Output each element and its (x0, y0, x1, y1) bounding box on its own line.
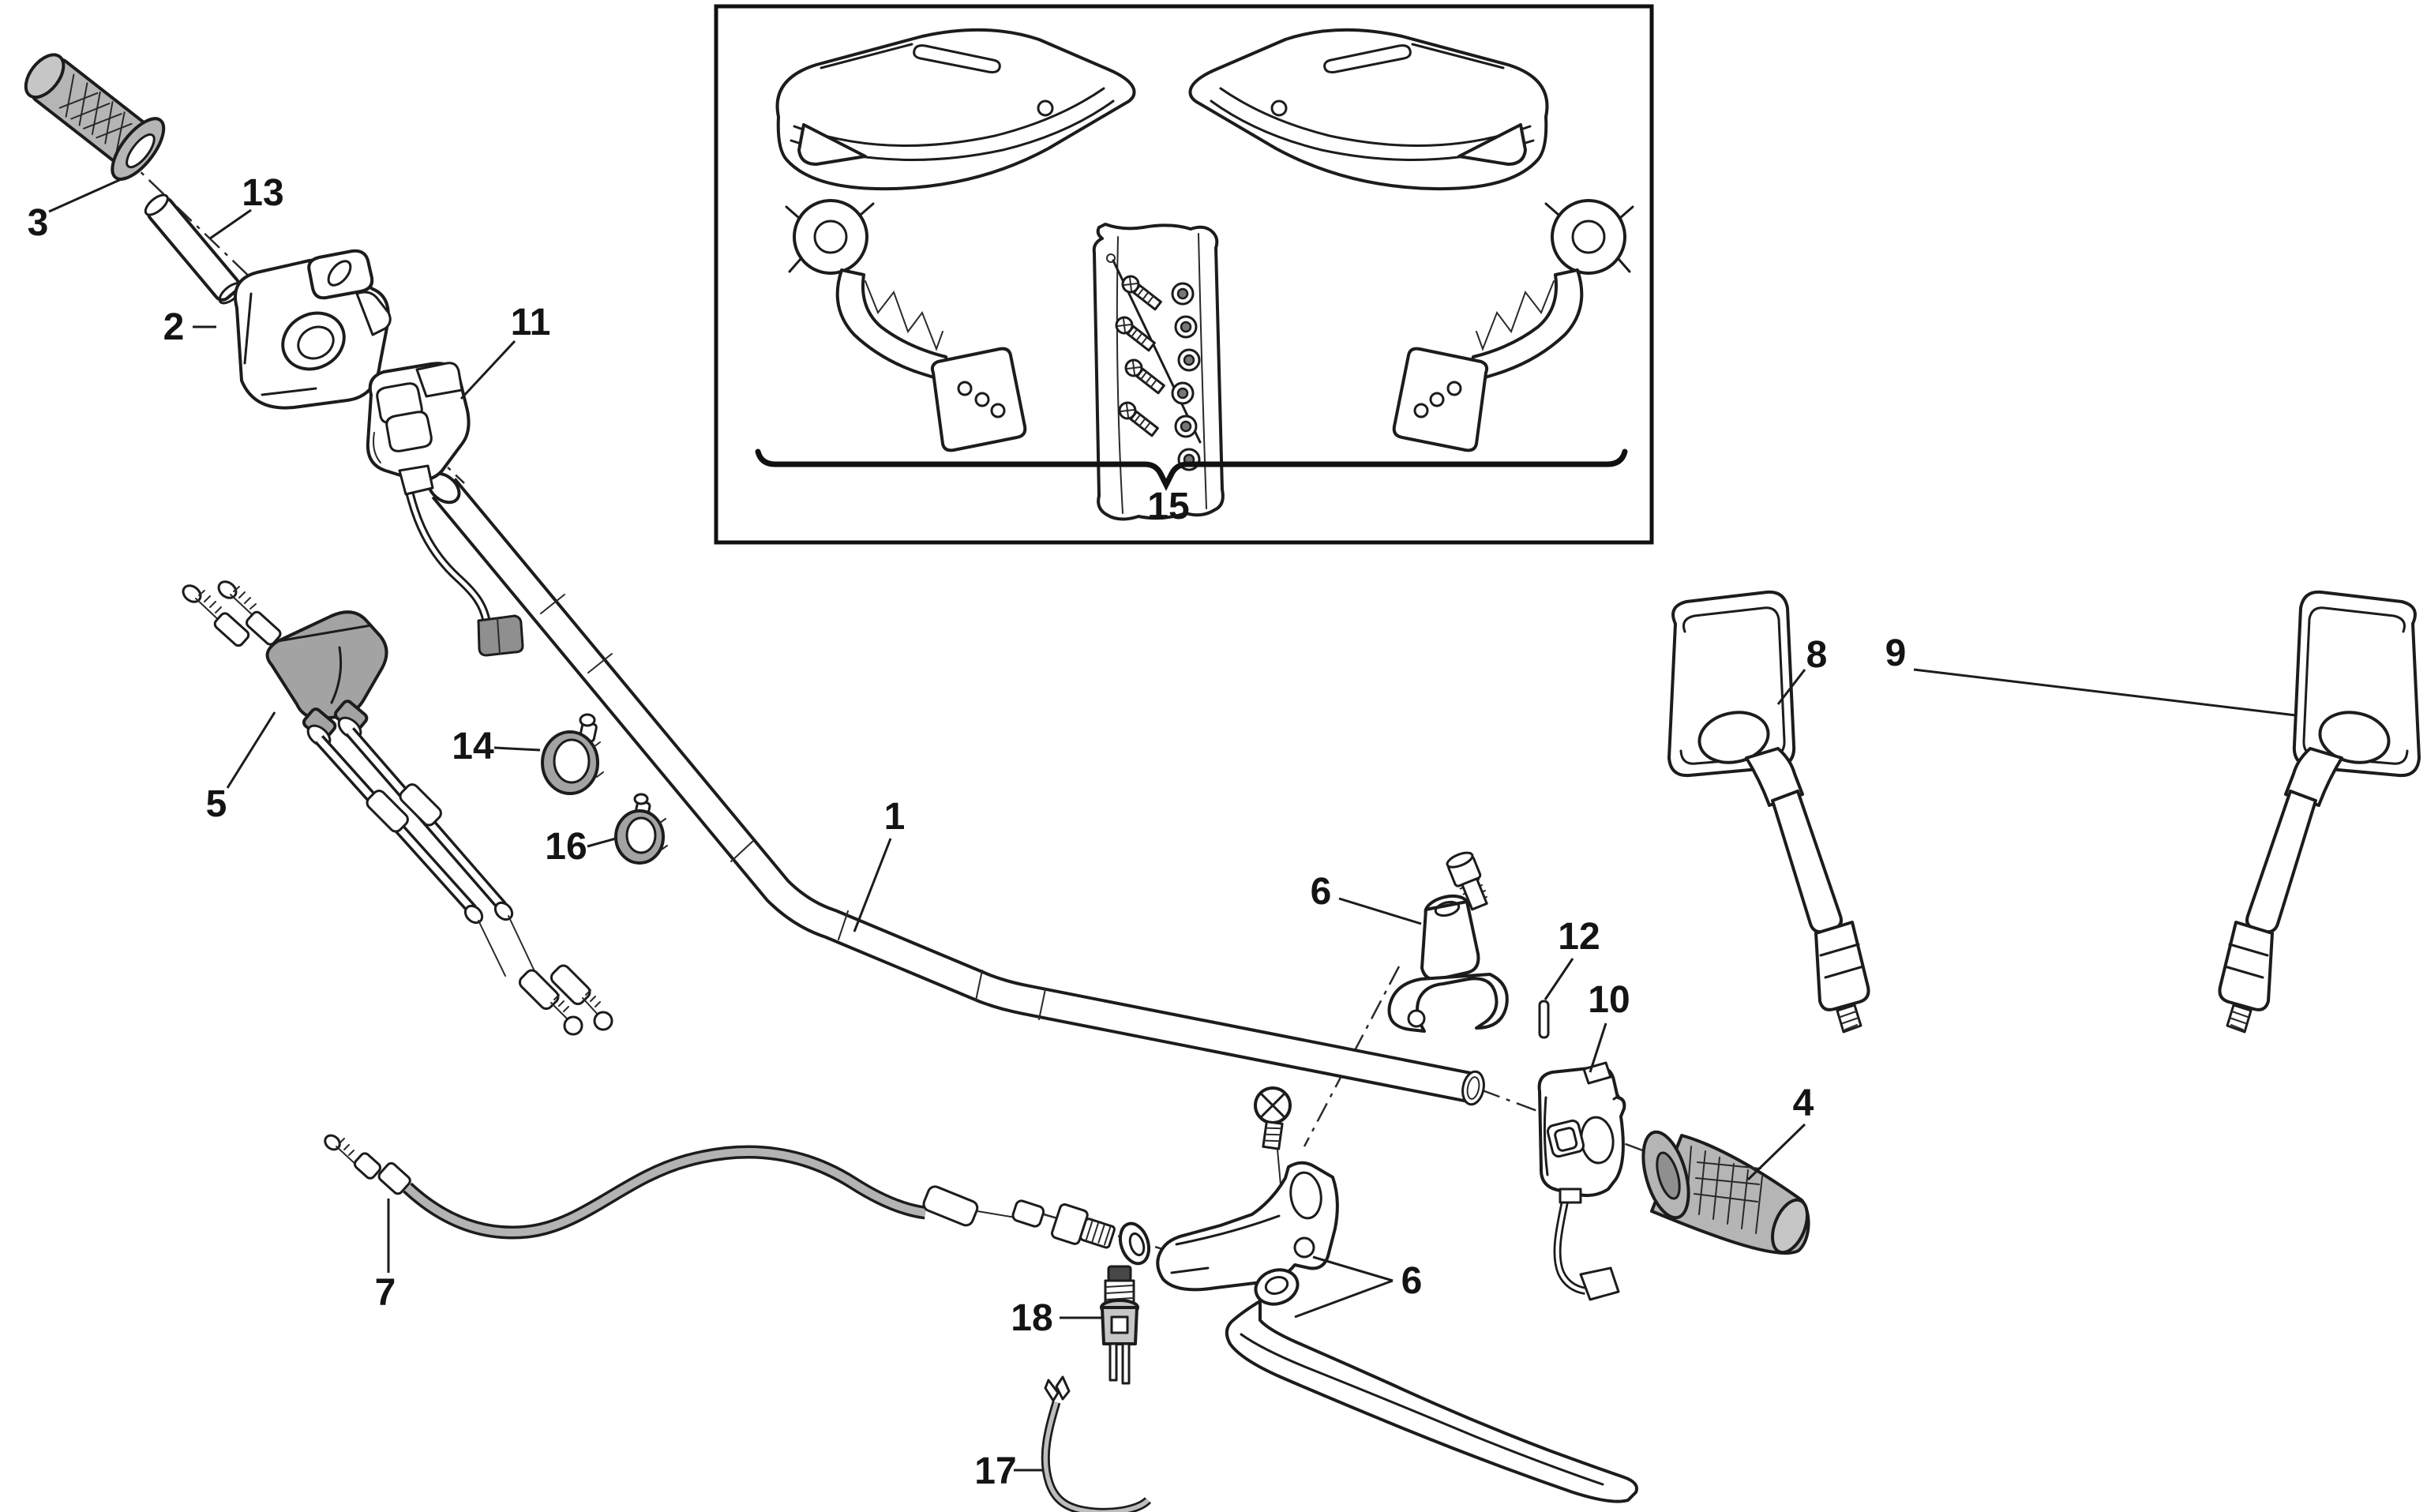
leader-line-6 (1312, 1255, 1394, 1282)
clutch-lever-and-bracket (1051, 1086, 1638, 1503)
part-label-13: 13 (242, 172, 283, 214)
leader-line-1 (853, 838, 892, 932)
lever-bracket-clamp (1387, 851, 1509, 1033)
leader-line-3 (48, 176, 126, 213)
clamp-large (541, 713, 604, 795)
grip-right (1641, 1130, 1810, 1255)
rear-view-mirror-left (1667, 590, 1870, 1034)
hardware-bag (1092, 223, 1225, 521)
leader-line-13 (209, 208, 252, 240)
part-label-3: 3 (28, 202, 49, 244)
leader-line-10 (1589, 1022, 1607, 1073)
bag-washers (1171, 282, 1201, 471)
part-label-18: 18 (1011, 1297, 1052, 1339)
rear-view-mirror-right (2218, 590, 2421, 1034)
clutch-lever-pivot (1254, 1268, 1300, 1306)
cable-junction-boot (265, 610, 388, 720)
switch-wire (1041, 1375, 1152, 1512)
part-label-5: 5 (206, 783, 227, 825)
part-label-9: 9 (1885, 632, 1907, 674)
clamp-small (614, 793, 668, 865)
brake-light-switch (1100, 1265, 1139, 1385)
part-label-17: 17 (974, 1450, 1016, 1492)
leader-line-11 (460, 340, 516, 400)
handguard-left (775, 28, 1136, 191)
part-label-7: 7 (375, 1272, 396, 1314)
bag-screws (1115, 275, 1165, 437)
leader-line-4 (1746, 1123, 1806, 1181)
part-label-8: 8 (1806, 634, 1828, 676)
throttle-tube (144, 193, 243, 305)
pin (1538, 1000, 1550, 1039)
leader-line-5 (226, 711, 276, 789)
part-label-6: 6 (1311, 871, 1332, 913)
leader-line-6 (1294, 1279, 1394, 1319)
switch-wire-connector-right (1579, 1266, 1620, 1301)
handlebar (426, 471, 1485, 1106)
part-label-4: 4 (1793, 1082, 1814, 1124)
switch-assembly-right (1537, 1000, 1626, 1301)
switch-assembly-left (366, 362, 524, 657)
leader-line-16 (587, 837, 617, 848)
part-label-2: 2 (163, 306, 185, 348)
part-label-11: 11 (511, 302, 551, 343)
leader-line-6 (1338, 897, 1422, 925)
leader-line-12 (1544, 958, 1574, 1000)
part-label-14: 14 (452, 726, 494, 767)
part-label-16: 16 (545, 826, 587, 868)
grip-left (24, 53, 166, 181)
throttle-cables (182, 580, 613, 1036)
handguard-right (1188, 28, 1549, 191)
part-label-6: 6 (1401, 1260, 1423, 1302)
part-label-10: 10 (1588, 979, 1630, 1021)
part-label-1: 1 (884, 796, 906, 838)
handguard-kit-box (714, 4, 1654, 545)
leader-line-14 (493, 746, 541, 752)
part-label-12: 12 (1558, 916, 1600, 958)
part-label-15: 15 (1147, 486, 1189, 527)
handguard-bracket-left (785, 199, 1027, 452)
kit-brace (755, 448, 1628, 491)
handguard-bracket-right (1392, 199, 1634, 452)
throttle-housing (234, 249, 392, 410)
leader-line-8 (1776, 669, 1806, 705)
switch-wire-connector (477, 614, 524, 657)
clutch-cable (324, 1134, 1045, 1240)
leader-line-9 (1913, 668, 2297, 717)
